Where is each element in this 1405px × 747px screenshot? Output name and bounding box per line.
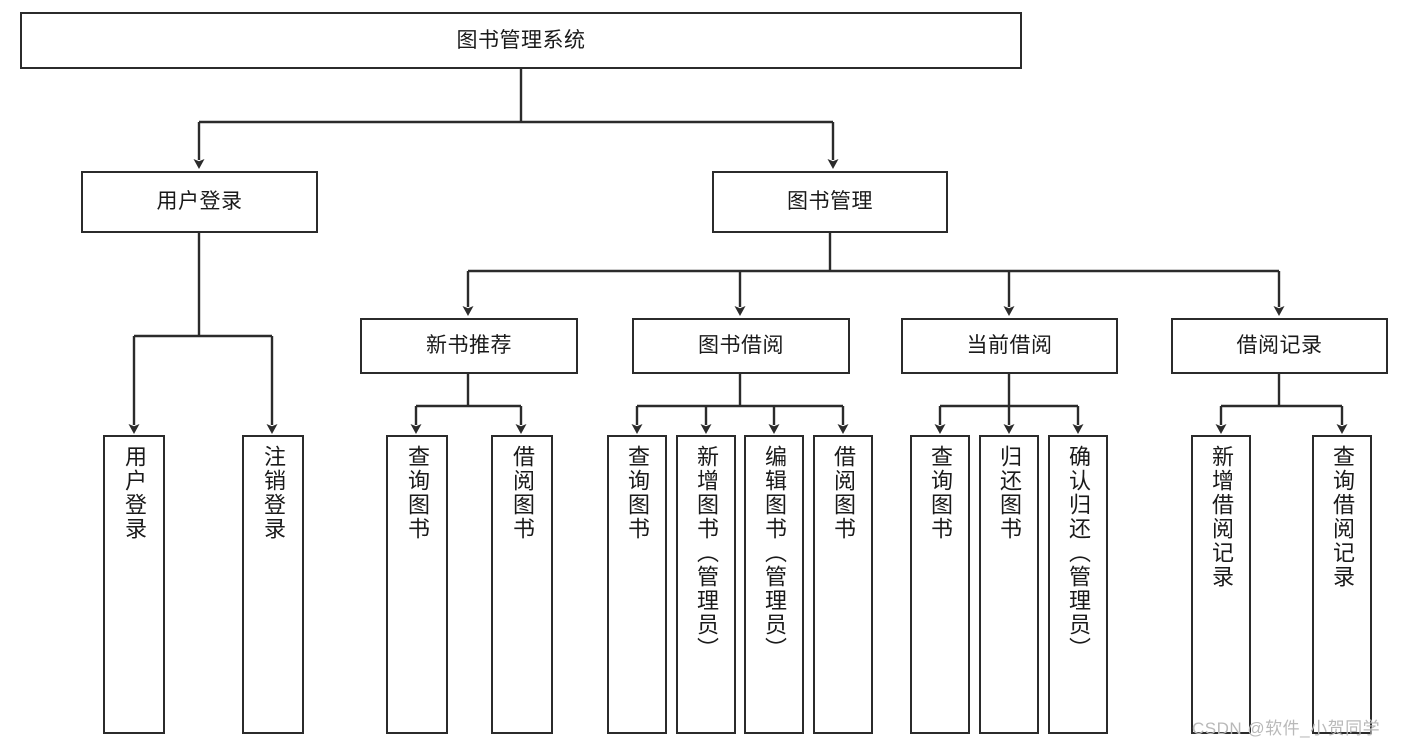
node-current-borrow[interactable]: 当前借阅 — [901, 318, 1118, 374]
leaf-query-book-borrow[interactable]: 查询图书 — [607, 435, 667, 734]
leaf-query-book-recommend[interactable]: 查询图书 — [386, 435, 448, 734]
node-label: 当前借阅 — [966, 334, 1053, 358]
csdn-watermark: CSDN @软件_小贺同学 — [1192, 719, 1381, 738]
node-new-book-recommend[interactable]: 新书推荐 — [360, 318, 578, 374]
leaf-user-login[interactable]: 用户登录 — [103, 435, 165, 734]
leaf-logout-login[interactable]: 注销登录 — [242, 435, 304, 734]
node-label: 查询图书 — [625, 445, 650, 541]
node-book-borrow[interactable]: 图书借阅 — [632, 318, 850, 374]
node-label: 注销登录 — [261, 445, 286, 541]
node-book-management[interactable]: 图书管理 — [712, 171, 948, 233]
leaf-add-borrow-record[interactable]: 新增借阅记录 — [1191, 435, 1251, 734]
node-label: 新增图书（管理员） — [694, 445, 719, 661]
node-label: 图书管理系统 — [456, 28, 586, 52]
node-label: 查询图书 — [928, 445, 953, 541]
leaf-query-book-current[interactable]: 查询图书 — [910, 435, 970, 734]
leaf-borrow-book-recommend[interactable]: 借阅图书 — [491, 435, 553, 734]
leaf-borrow-book[interactable]: 借阅图书 — [813, 435, 873, 734]
node-label: 归还图书 — [997, 445, 1022, 541]
node-label: 编辑图书（管理员） — [762, 445, 787, 661]
leaf-confirm-return-admin[interactable]: 确认归还（管理员） — [1048, 435, 1108, 734]
node-label: 确认归还（管理员） — [1066, 445, 1091, 661]
node-label: 用户登录 — [122, 445, 147, 541]
node-label: 借阅记录 — [1236, 334, 1323, 358]
node-borrow-record[interactable]: 借阅记录 — [1171, 318, 1388, 374]
leaf-edit-book-admin[interactable]: 编辑图书（管理员） — [744, 435, 804, 734]
node-root-system[interactable]: 图书管理系统 — [20, 12, 1022, 69]
node-label: 借阅图书 — [831, 445, 856, 541]
node-label: 新书推荐 — [426, 334, 512, 358]
leaf-add-book-admin[interactable]: 新增图书（管理员） — [676, 435, 736, 734]
leaf-query-borrow-record[interactable]: 查询借阅记录 — [1312, 435, 1372, 734]
node-label: 图书管理 — [787, 190, 873, 214]
node-label: 借阅图书 — [510, 445, 535, 541]
node-label: 图书借阅 — [698, 334, 784, 358]
node-user-login[interactable]: 用户登录 — [81, 171, 318, 233]
node-label: 用户登录 — [156, 190, 243, 214]
node-label: 查询图书 — [405, 445, 430, 541]
node-label: 新增借阅记录 — [1209, 445, 1234, 589]
leaf-return-book[interactable]: 归还图书 — [979, 435, 1039, 734]
node-label: 查询借阅记录 — [1330, 445, 1355, 589]
